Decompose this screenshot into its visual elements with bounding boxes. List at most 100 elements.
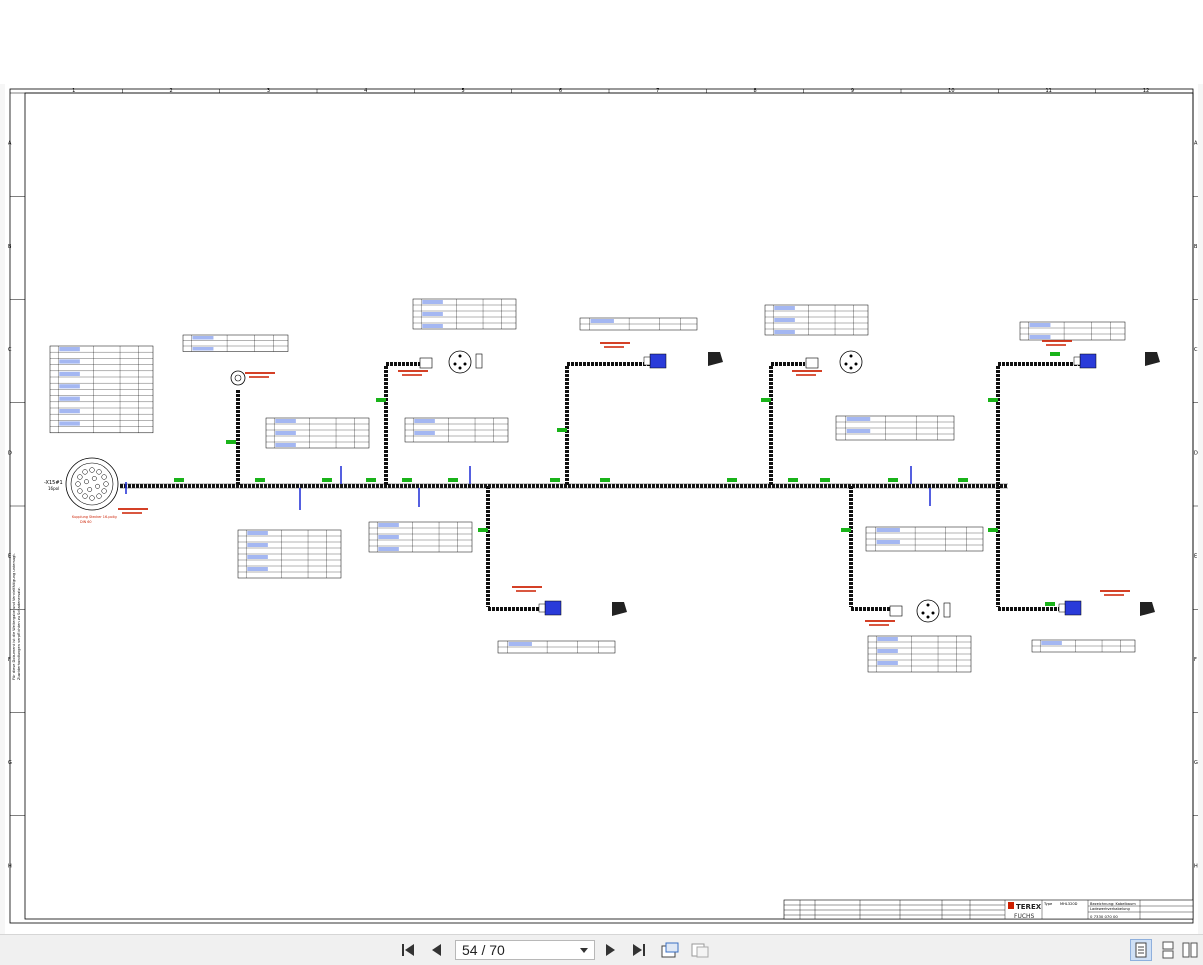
- sensor-icon: [708, 352, 723, 366]
- two-page-icon: [691, 943, 709, 958]
- fit-page-button[interactable]: [659, 939, 681, 961]
- red-annotation: [865, 620, 895, 622]
- row-label: D: [1194, 450, 1198, 456]
- wire-tables: [49, 298, 1136, 673]
- red-annotation: [1100, 590, 1130, 592]
- green-tag: [557, 428, 567, 432]
- last-page-icon: [633, 944, 645, 956]
- column-label: 10: [948, 88, 954, 94]
- green-tag: [1050, 352, 1060, 356]
- single-page-view-button[interactable]: [1130, 939, 1152, 961]
- row-label: D: [8, 450, 12, 456]
- main-connector-label-2: DIN 60: [80, 520, 92, 524]
- harness-branch-horizontals: [386, 362, 1080, 611]
- ring-terminal-connector: [230, 370, 246, 386]
- green-tag: [761, 398, 771, 402]
- green-tag: [366, 478, 376, 482]
- green-tag: [888, 478, 898, 482]
- first-page-icon: [402, 944, 414, 956]
- green-tag: [727, 478, 737, 482]
- chevron-down-icon: [580, 948, 588, 953]
- page-selector[interactable]: 54 / 70: [455, 940, 595, 960]
- row-label: C: [8, 347, 12, 353]
- row-label: H: [8, 863, 12, 869]
- column-label: 8: [754, 88, 757, 94]
- facing-view-button[interactable]: [1180, 939, 1200, 961]
- left-note-2: Zuwiderhandlungen verpflichten zu Schade…: [17, 587, 21, 680]
- green-tag: [841, 528, 851, 532]
- single-page-view-icon: [1135, 942, 1147, 958]
- column-label: 4: [364, 88, 367, 94]
- harness-branches: [236, 366, 1000, 607]
- green-tag: [402, 478, 412, 482]
- left-margin: [0, 84, 5, 934]
- first-page-button[interactable]: [398, 939, 418, 961]
- title-block: TEREX FUCHS Type MHL320D Bezeichnung: Ka…: [783, 899, 1194, 920]
- last-page-button[interactable]: [629, 939, 649, 961]
- red-annotation: [792, 370, 822, 372]
- title-bez-label: Bezeichnung: Kabelbaum: [1090, 902, 1136, 906]
- main-connector-label-1: Kupplung Stecker 16-polig: [72, 515, 117, 519]
- row-label: G: [1194, 760, 1198, 766]
- row-label: G: [8, 760, 12, 766]
- column-label: 12: [1143, 88, 1149, 94]
- green-tag: [958, 478, 968, 482]
- next-page-button[interactable]: [602, 939, 620, 961]
- right-margin: [1198, 84, 1203, 934]
- left-note-1: Für diese Dokument ist die Weitergabe un…: [12, 553, 16, 680]
- green-tag: [226, 440, 236, 444]
- red-annotation: [245, 372, 275, 374]
- main-connector-name: -X15#1: [44, 480, 63, 486]
- next-page-icon: [606, 944, 615, 956]
- row-label: H: [1194, 863, 1198, 869]
- column-label: 9: [851, 88, 854, 94]
- title-number: 0 7330 070 00: [1090, 914, 1118, 919]
- sensor-icon: [612, 602, 627, 616]
- row-label: F: [1194, 657, 1197, 663]
- green-tag: [788, 478, 798, 482]
- top-blank-area: [0, 0, 1203, 84]
- row-label: A: [8, 141, 12, 147]
- blue-plug: [544, 600, 562, 616]
- round-connector-wa2: [419, 350, 483, 374]
- row-label: B: [1194, 244, 1198, 250]
- previous-page-button[interactable]: [427, 939, 445, 961]
- red-annotations: [118, 340, 1130, 626]
- row-label: E: [1194, 554, 1197, 560]
- blue-plug-connectors: [538, 352, 1160, 616]
- green-tag: [1045, 602, 1055, 606]
- green-tag: [478, 528, 488, 532]
- title-bez-value: Ladewerkverkabelung: [1090, 907, 1130, 911]
- row-label: E: [8, 554, 11, 560]
- column-label: 11: [1046, 88, 1052, 94]
- blue-plug: [1064, 600, 1082, 616]
- green-wire-tags: [174, 352, 1060, 606]
- main-connector-x15: -X15#1 16pol Kupplung Stecker 16-polig D…: [44, 457, 119, 524]
- red-annotation: [118, 508, 148, 510]
- round-connector-wa3: [805, 350, 863, 374]
- column-label: 6: [559, 88, 562, 94]
- continuous-view-button[interactable]: [1158, 939, 1178, 961]
- row-label: B: [8, 244, 12, 250]
- row-label: F: [8, 657, 11, 663]
- row-label: A: [1194, 141, 1198, 147]
- title-type-value: MHL320D: [1060, 902, 1078, 906]
- viewer-toolbar: 54 / 70: [0, 934, 1203, 965]
- green-tag: [376, 398, 386, 402]
- green-tag: [820, 478, 830, 482]
- green-tag: [600, 478, 610, 482]
- green-tag: [550, 478, 560, 482]
- sensor-icon: [1145, 352, 1160, 366]
- round-connector-wa4: [889, 599, 951, 623]
- column-label: 1: [72, 88, 75, 94]
- two-page-button[interactable]: [689, 939, 711, 961]
- page-indicator: 54 / 70: [462, 942, 505, 958]
- green-tag: [174, 478, 184, 482]
- blue-plug: [1079, 353, 1097, 369]
- red-annotation: [512, 586, 542, 588]
- facing-view-icon: [1182, 942, 1198, 958]
- title-type-label: Type: [1043, 902, 1053, 906]
